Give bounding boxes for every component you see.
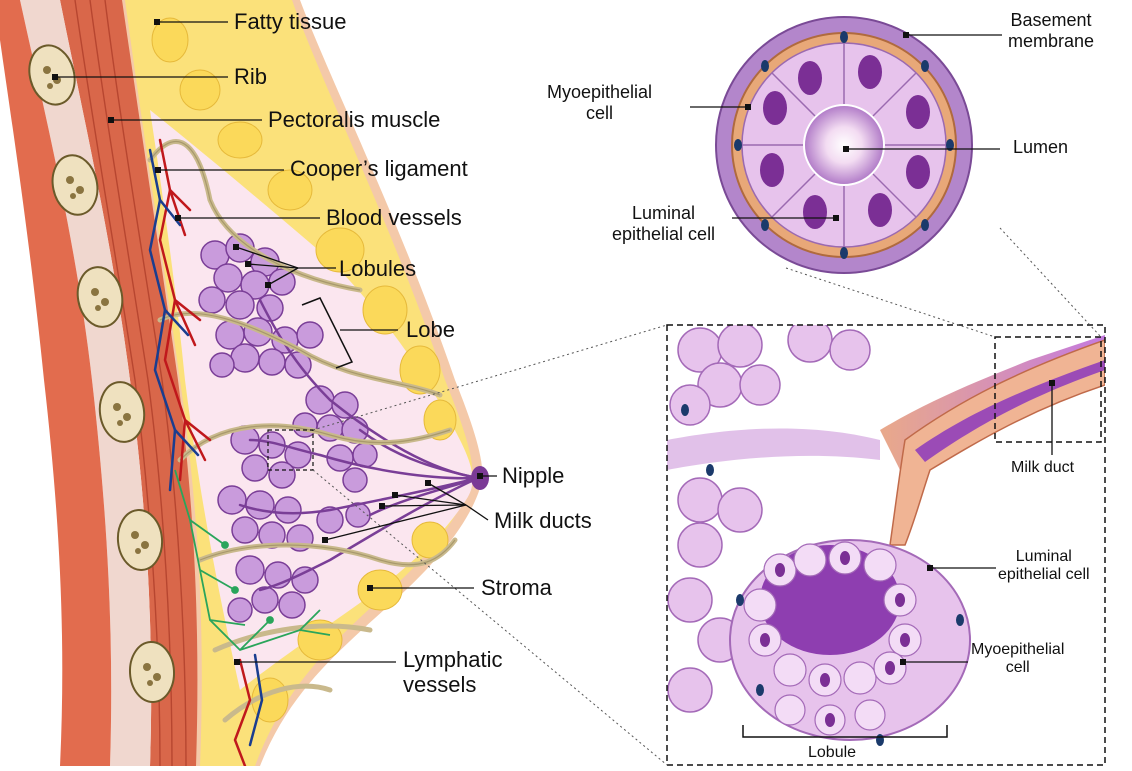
- label-luminal-epithelial-cell-detail: Luminal epithelial cell: [998, 548, 1090, 585]
- label-milk-duct: Milk duct: [1011, 459, 1074, 477]
- label-coopers-ligament: Cooper’s ligament: [290, 156, 468, 181]
- label-myoepithelial-cell-top: Myoepithelial cell: [547, 82, 652, 123]
- lumen: [804, 105, 884, 185]
- label-milk-ducts: Milk ducts: [494, 508, 592, 533]
- label-myoepithelial-cell-detail: Myoepithelial cell: [971, 641, 1064, 678]
- label-lobule: Lobule: [808, 744, 856, 762]
- label-fatty-tissue: Fatty tissue: [234, 9, 346, 34]
- label-basement-membrane: Basement membrane: [1008, 10, 1094, 51]
- label-nipple: Nipple: [502, 463, 564, 488]
- label-lymphatic-vessels: Lymphatic vessels: [403, 647, 502, 698]
- label-pectoralis-muscle: Pectoralis muscle: [268, 107, 440, 132]
- label-lobules: Lobules: [339, 256, 416, 281]
- label-lobe: Lobe: [406, 317, 455, 342]
- label-stroma: Stroma: [481, 575, 552, 600]
- label-blood-vessels: Blood vessels: [326, 205, 462, 230]
- label-lumen: Lumen: [1013, 137, 1068, 158]
- label-rib: Rib: [234, 64, 267, 89]
- lobule-detail: [667, 318, 1105, 765]
- acinus-cross-section: [716, 17, 972, 273]
- label-luminal-epithelial-cell-top: Luminal epithelial cell: [612, 203, 715, 244]
